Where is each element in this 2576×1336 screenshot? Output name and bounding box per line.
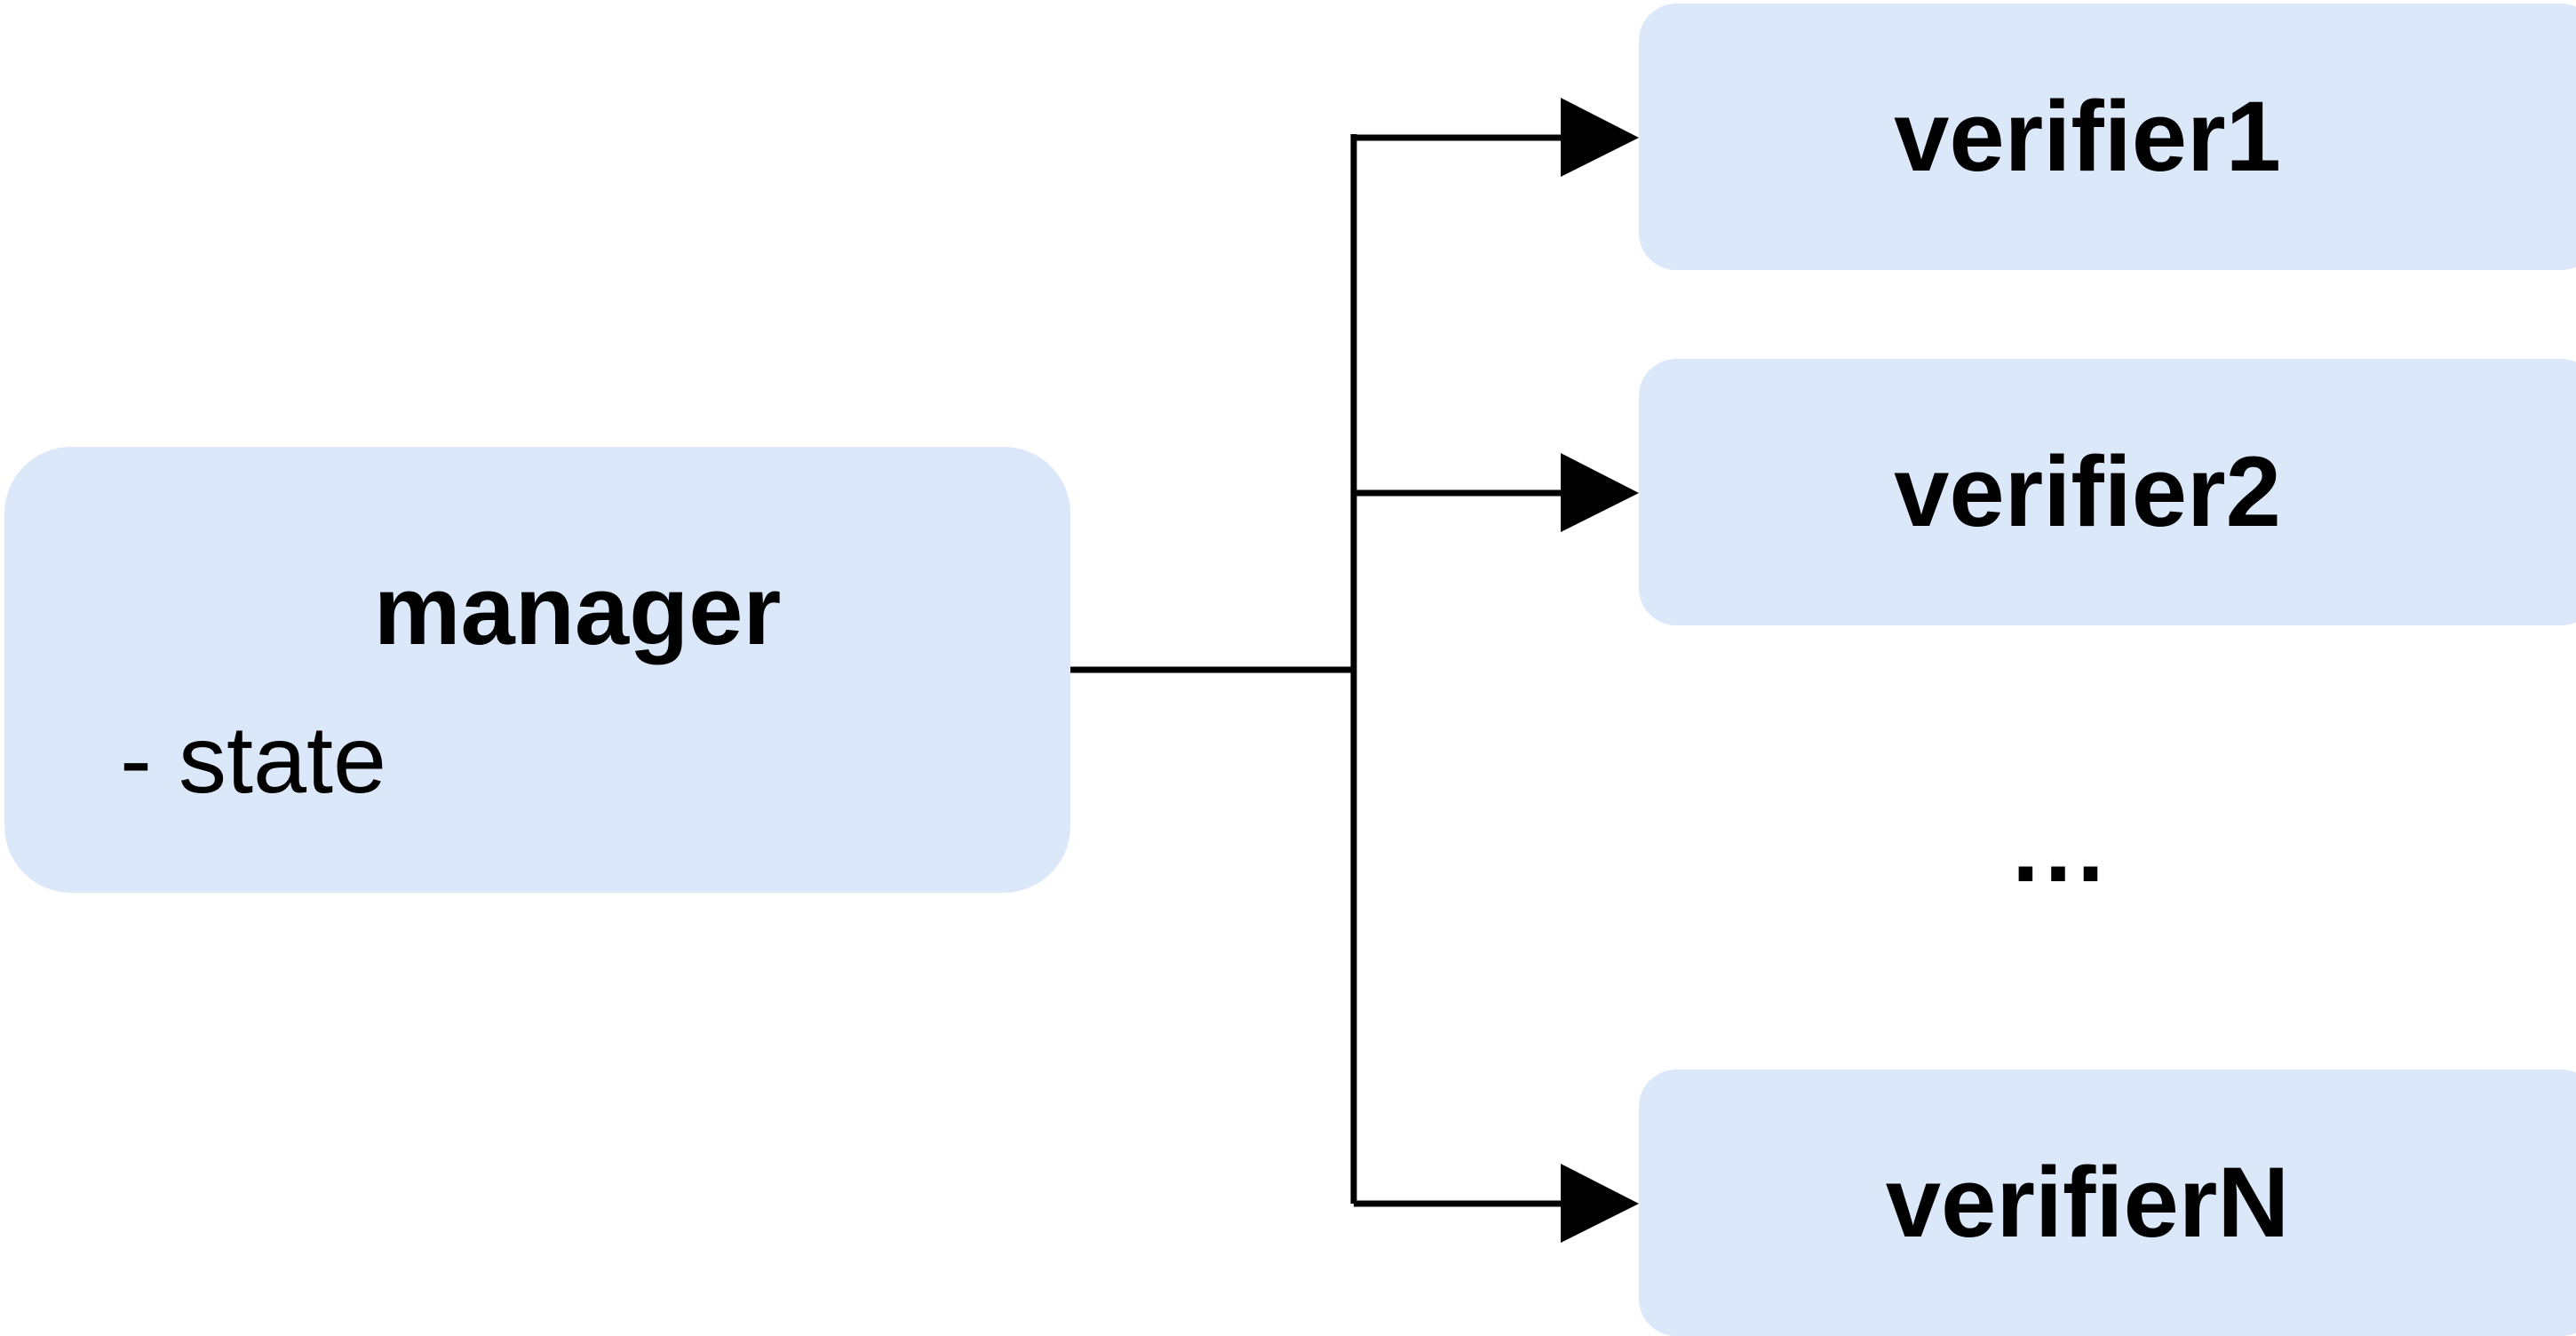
- verifier2-node[interactable]: verifier2: [1639, 359, 2576, 625]
- verifier1-label: verifier1: [1894, 81, 2281, 192]
- verifier2-label: verifier2: [1894, 436, 2281, 547]
- verifierN-label: verifierN: [1885, 1147, 2290, 1258]
- manager-attribute: - state: [120, 705, 387, 813]
- verifierN-node[interactable]: verifierN: [1639, 1070, 2576, 1336]
- ellipsis: ...: [2012, 793, 2110, 903]
- manager-node[interactable]: manager - state: [4, 447, 1070, 893]
- arrowhead-1: [1561, 98, 1639, 177]
- manager-title: manager: [373, 556, 782, 665]
- arrowhead-2: [1561, 453, 1639, 532]
- verifier1-node[interactable]: verifier1: [1639, 4, 2576, 270]
- arrowhead-n: [1561, 1164, 1639, 1243]
